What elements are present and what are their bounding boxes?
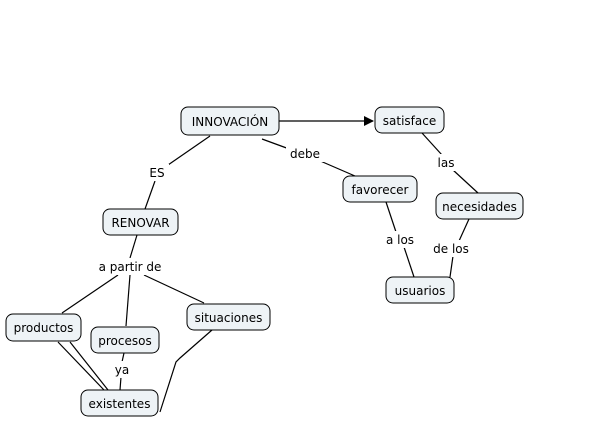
concept-renovar-label: RENOVAR [111, 216, 169, 230]
link-de-los: de los [433, 242, 469, 256]
edge-innovacion-es [167, 135, 211, 166]
edge-renovar-apartir [129, 234, 138, 259]
concept-necesidades-label: necesidades [442, 200, 517, 214]
edges [57, 116, 479, 413]
edge-apartir-situaciones [143, 274, 205, 304]
concept-existentes-label: existentes [89, 397, 151, 411]
link-ya: ya [115, 363, 129, 377]
edge-satisface-las [421, 132, 443, 156]
edge-es-renovar [144, 180, 156, 210]
concept-favorecer[interactable]: favorecer [342, 175, 418, 203]
edge-procesos-ya [121, 352, 125, 363]
concept-necesidades[interactable]: necesidades [435, 192, 524, 220]
link-es: ES [149, 166, 164, 180]
edge-favorecer-alos [385, 201, 397, 233]
concept-renovar[interactable]: RENOVAR [102, 208, 179, 236]
concept-favorecer-label: favorecer [352, 183, 409, 197]
link-debe: debe [290, 147, 320, 161]
edge-productos-existentes-b [69, 341, 109, 391]
concept-situaciones[interactable]: situaciones [186, 303, 271, 331]
concept-productos[interactable]: productos [5, 313, 82, 342]
edge-debe-favorecer [317, 159, 356, 177]
concept-usuarios-label: usuarios [395, 284, 446, 298]
concept-satisface-label: satisface [383, 114, 436, 128]
link-a-los: a los [386, 233, 414, 247]
edge-delos-usuarios [449, 255, 454, 278]
edge-las-necesidades [452, 169, 479, 194]
link-las: las [438, 156, 455, 170]
concept-innovacion-label: INNOVACIÓN [192, 114, 269, 129]
edge-apartir-procesos [125, 274, 131, 327]
edge-apartir-productos [61, 274, 119, 314]
edge-necesidades-delos [458, 218, 470, 242]
concept-existentes[interactable]: existentes [80, 389, 159, 417]
concept-satisface[interactable]: satisface [374, 106, 445, 134]
concept-procesos-label: procesos [98, 334, 151, 348]
edge-productos-existentes-a [57, 341, 105, 391]
link-a-partir-de: a partir de [99, 260, 162, 274]
edge-situaciones-existentes [159, 329, 213, 413]
edge-ya-existentes [119, 376, 122, 391]
linking-phrases: ES debe las a los de los a partir de ya [96, 145, 472, 378]
edge-alos-usuarios [403, 246, 415, 278]
concept-usuarios[interactable]: usuarios [385, 276, 455, 304]
concept-procesos[interactable]: procesos [90, 326, 160, 354]
concept-productos-label: productos [14, 321, 74, 335]
concept-situaciones-label: situaciones [195, 311, 263, 325]
concept-innovacion[interactable]: INNOVACIÓN [180, 106, 280, 136]
